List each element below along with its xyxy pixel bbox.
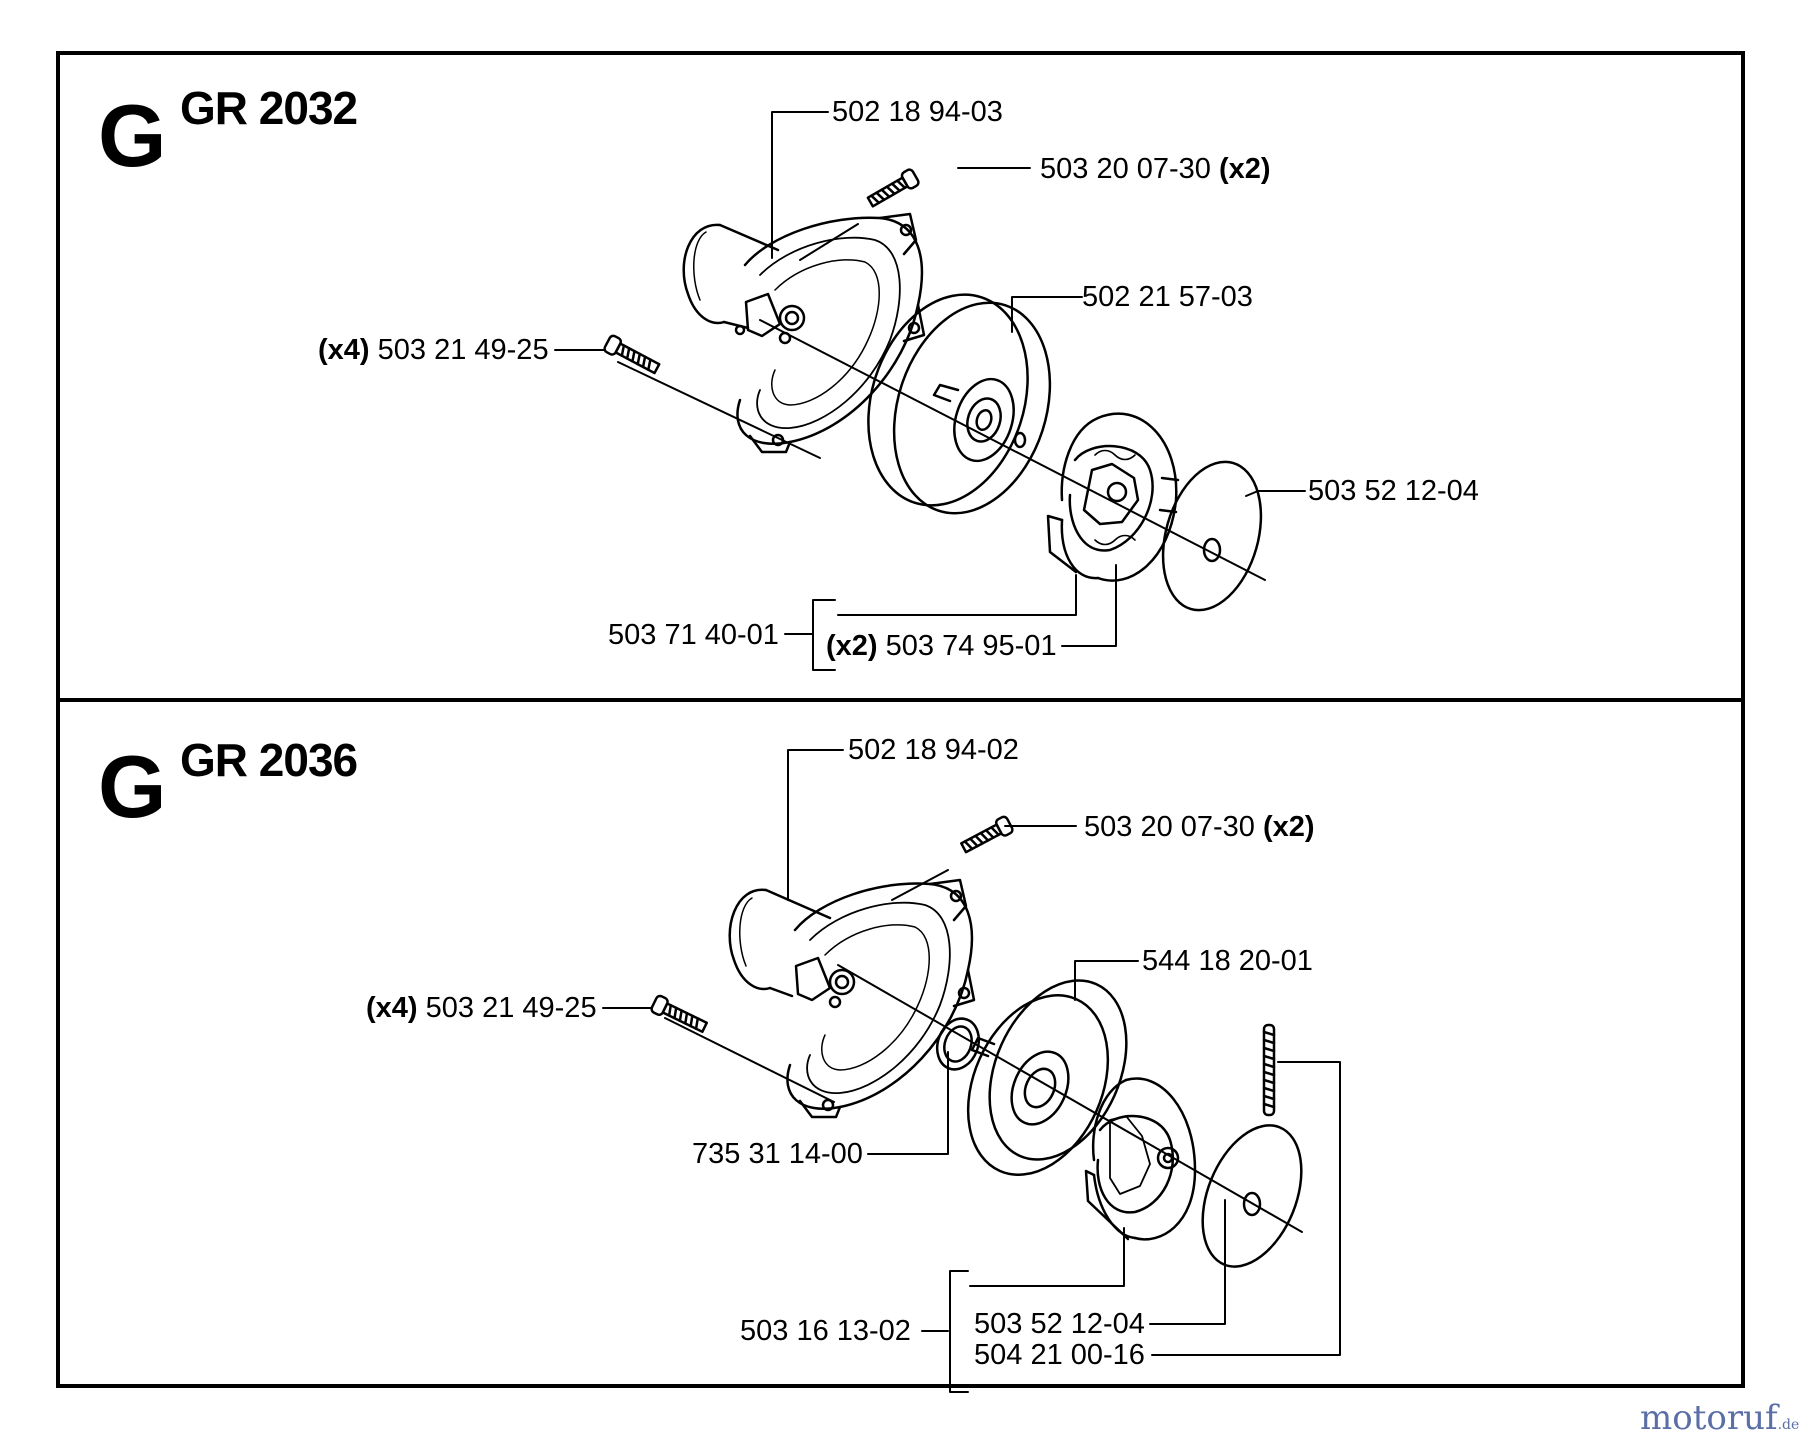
part-label-washer-gr2032: 503 52 12-04 (1308, 475, 1479, 507)
gr2036-spring (1262, 1023, 1276, 1117)
section-letter-1: G (98, 86, 166, 185)
part-label-drum-gr2036: 544 18 20-01 (1142, 945, 1313, 977)
quantity: (x4) (318, 334, 370, 366)
section-divider (56, 698, 1745, 702)
part-label-spring-gr2036: 504 21 00-16 (974, 1339, 1145, 1371)
part-number: 503 20 07-30 (1040, 153, 1211, 185)
watermark-text: motoruf (1640, 1398, 1778, 1438)
part-number: 503 20 07-30 (1084, 811, 1255, 843)
quantity: (x2) (1219, 153, 1271, 185)
part-number: 503 21 49-25 (425, 992, 597, 1024)
diagram-frame (56, 51, 1745, 1388)
gr2036-clutch-drum (966, 979, 1128, 1176)
model-title-gr2036: GR 2036 (180, 734, 358, 786)
model-title-gr2032: GR 2032 (180, 82, 358, 134)
gr2032-drawing (554, 111, 1306, 671)
part-label-washer-gr2036: 503 52 12-04 (974, 1308, 1145, 1340)
part-label-housing-gr2032: 502 18 94-03 (832, 96, 1003, 128)
gr2036-screw-top (960, 815, 1014, 854)
gr2032-clutch-shoes (1046, 412, 1180, 582)
watermark-logo: motoruf.de (1640, 1398, 1799, 1438)
gr2032-leaders (554, 111, 1306, 671)
part-label-screw-top-gr2036: 503 20 07-30 (x2) (1084, 813, 1315, 842)
gr2032-clutch-housing (682, 212, 926, 454)
gr2036-clutch-shoe (1084, 1077, 1197, 1241)
watermark-suffix: .de (1777, 1417, 1800, 1433)
quantity: (x4) (366, 992, 418, 1024)
part-label-clutch-assy-gr2036: 503 16 13-02 (740, 1315, 911, 1347)
part-label-screw-left-gr2036: (x4) 503 21 49-25 (366, 994, 597, 1023)
part-label-housing-gr2036: 502 18 94-02 (848, 734, 1019, 766)
gr2036-drawing (602, 749, 1341, 1393)
gr2036-leaders (602, 749, 1341, 1393)
part-label-clutch-assy-gr2032: 503 71 40-01 (608, 619, 779, 651)
gr2036-washer (1201, 1124, 1303, 1268)
part-label-spring-gr2032: (x2) 503 74 95-01 (826, 632, 1057, 661)
section-letter-2: G (98, 737, 166, 836)
gr2036-clutch-housing (728, 878, 976, 1119)
gr2032-washer (1161, 460, 1263, 612)
gr2032-screw-left (603, 334, 661, 375)
gr2036-screw-left (650, 994, 708, 1034)
part-label-drum-gr2032: 502 21 57-03 (1082, 281, 1253, 313)
part-number: 503 21 49-25 (377, 334, 549, 366)
quantity: (x2) (826, 630, 878, 662)
gr2032-clutch-drum (867, 293, 1052, 515)
part-number: 503 74 95-01 (885, 630, 1057, 662)
part-label-screw-left-gr2032: (x4) 503 21 49-25 (318, 336, 549, 365)
part-label-ring-gr2036: 735 31 14-00 (692, 1138, 863, 1170)
quantity: (x2) (1263, 811, 1315, 843)
part-label-screw-top-gr2032: 503 20 07-30 (x2) (1040, 155, 1271, 184)
gr2032-screw-top (866, 168, 920, 208)
